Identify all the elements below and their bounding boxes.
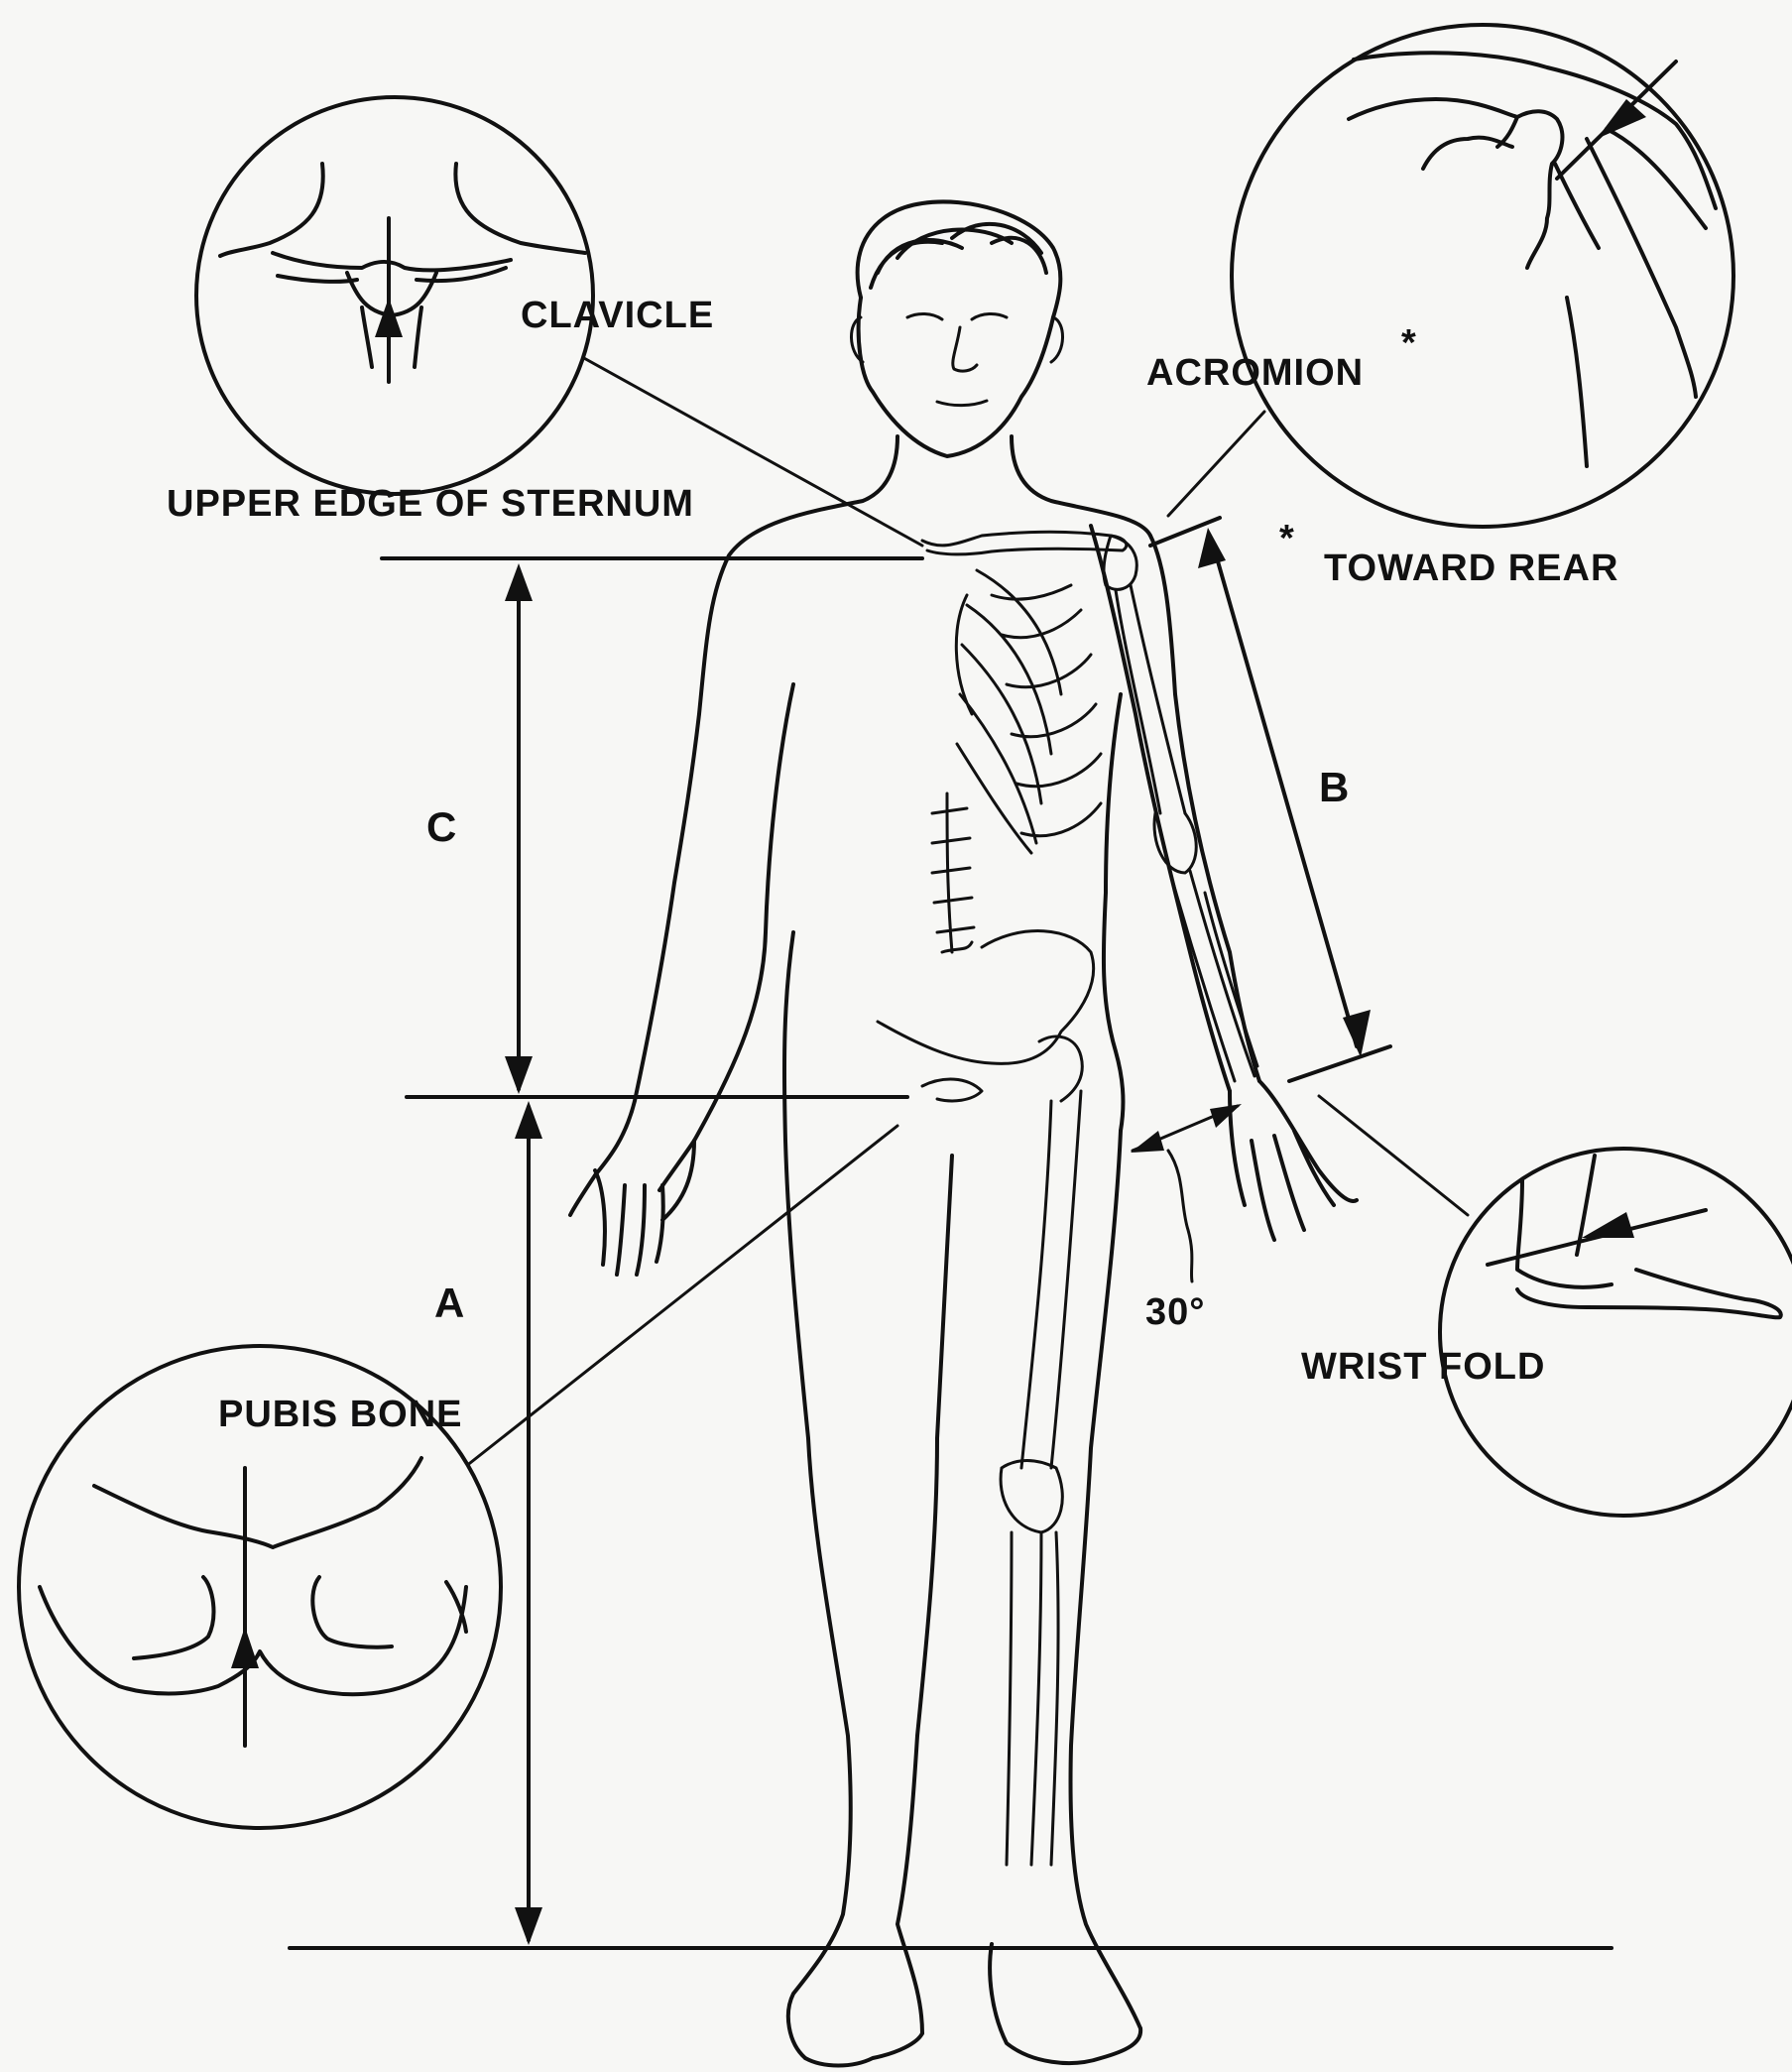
left-hand: [570, 1141, 694, 1275]
dimension-b: [1150, 518, 1390, 1081]
callout-acromion: [1232, 25, 1733, 527]
upper-edge-of-sternum-label: UPPER EDGE OF STERNUM: [167, 483, 694, 525]
dimension-c-arrow-top: [505, 563, 533, 601]
angle-arrow-left: [1131, 1131, 1164, 1153]
skeleton: [878, 532, 1257, 1865]
acromion-asterisk: *: [1401, 322, 1417, 364]
knee: [1001, 1461, 1062, 1533]
toward-rear-asterisk: *: [1279, 518, 1295, 559]
body-outline-left: [595, 436, 897, 1175]
dimension-c-arrow-bottom: [505, 1056, 533, 1094]
dimension-a: [515, 1101, 542, 1945]
elbow: [1154, 813, 1196, 873]
left-arm: [659, 684, 793, 1190]
acromion-callout-circle: [1232, 25, 1733, 527]
dimension-c: [505, 563, 533, 1094]
dimension-c-label: C: [426, 803, 457, 850]
inner-leg-left: [897, 1156, 952, 2033]
hair: [858, 201, 1061, 317]
dimension-b-label: B: [1319, 764, 1350, 810]
dimension-a-label: A: [434, 1280, 465, 1326]
clavicle-label: CLAVICLE: [521, 295, 714, 336]
dimension-b-arrow-top: [1198, 528, 1226, 568]
acromion-leader: [1168, 412, 1264, 516]
right-leg: [1071, 1131, 1140, 2028]
mouth: [937, 401, 987, 406]
femur: [1021, 1036, 1082, 1468]
reference-lines: [290, 558, 1612, 1948]
angle-label: 30°: [1145, 1291, 1205, 1333]
angle-arrow-right: [1210, 1104, 1242, 1128]
nose: [953, 327, 977, 371]
dimension-b-arrow-bottom: [1343, 1010, 1371, 1057]
wrist-fold-label: WRIST FOLD: [1301, 1346, 1545, 1388]
body-outline-right: [1012, 436, 1150, 536]
spine: [932, 793, 974, 952]
right-arm: [1091, 526, 1259, 1091]
human-figure: [570, 201, 1357, 2065]
dimension-a-arrow-bottom: [515, 1907, 542, 1945]
pubis-leader: [451, 1126, 897, 1478]
tibia-fibula: [1007, 1532, 1058, 1865]
pelvis: [878, 931, 1094, 1101]
shoulder-joint: [1104, 536, 1136, 589]
ribs: [956, 570, 1101, 853]
right-hand: [1230, 1081, 1357, 1240]
wrist-callout-circle: [1440, 1149, 1792, 1516]
dimension-b-tick-bottom: [1289, 1046, 1390, 1081]
toward-rear-label: TOWARD REAR: [1324, 548, 1618, 589]
callout-wrist: [1440, 1149, 1792, 1516]
angle-squiggle: [1168, 1151, 1192, 1281]
eyes: [907, 313, 1007, 319]
torso-right: [1104, 694, 1124, 1131]
pubis-bone-label: PUBIS BONE: [218, 1394, 462, 1435]
dimension-a-arrow-top: [515, 1101, 542, 1139]
left-foot: [805, 2033, 922, 2066]
left-leg: [784, 932, 851, 2058]
acromion-label: ACROMION: [1146, 352, 1364, 394]
face: [859, 298, 1053, 456]
right-foot: [990, 1944, 1140, 2063]
